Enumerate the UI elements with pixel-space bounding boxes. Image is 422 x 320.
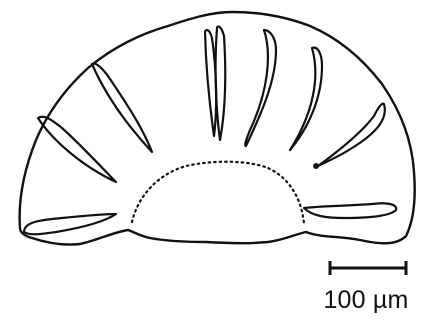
lamella-3 — [92, 64, 152, 152]
lamella-9 — [304, 203, 396, 218]
section-outline — [20, 12, 415, 245]
lamella-1 — [24, 214, 116, 234]
lamella-6 — [245, 30, 276, 146]
lamella-7 — [290, 48, 322, 150]
dotted-boundary — [132, 162, 304, 224]
scale-bar-label: 100 µm — [316, 286, 416, 315]
lamella-2 — [38, 117, 116, 182]
lamella-8 — [318, 104, 385, 166]
lamella-end-dot — [313, 163, 319, 169]
